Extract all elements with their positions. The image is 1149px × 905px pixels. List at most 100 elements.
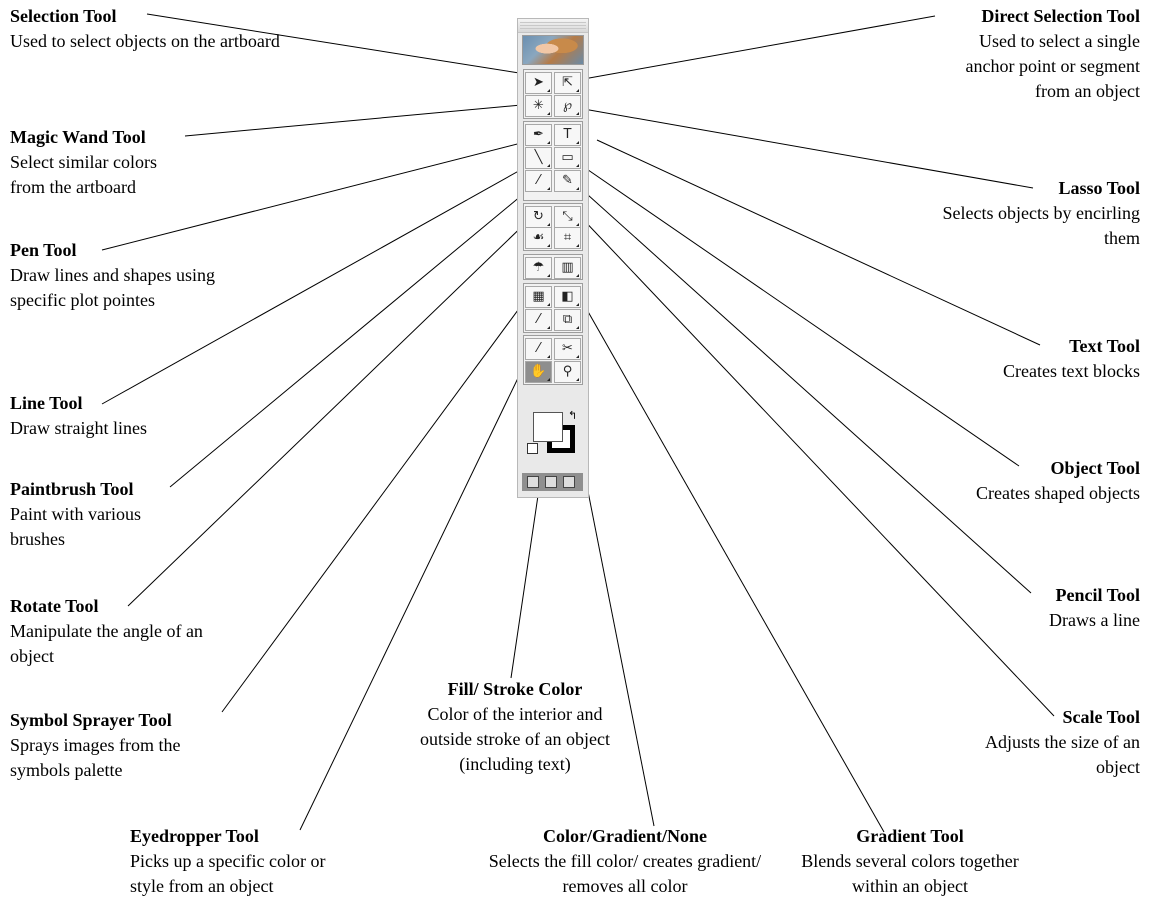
symbol-sprayer-tool-title: Symbol Sprayer Tool (10, 710, 172, 730)
free-transform-tool[interactable]: ⌗ (554, 227, 581, 249)
type-tool[interactable]: T (554, 124, 581, 146)
rotate-tool-label: Rotate Tool Manipulate the angle of an o… (10, 594, 230, 669)
magic-wand-tool-label: Magic Wand Tool Select similar colors fr… (10, 125, 210, 200)
pen-tool-label: Pen Tool Draw lines and shapes using spe… (10, 238, 230, 313)
magic-wand-icon: ✳ (533, 98, 544, 113)
paintbrush-tool-title: Paintbrush Tool (10, 479, 134, 499)
type-icon: T (563, 127, 572, 142)
text-tool-title: Text Tool (1069, 336, 1140, 356)
lasso-tool-title: Lasso Tool (1058, 178, 1140, 198)
paintbrush-icon: ⁄ (537, 173, 540, 188)
rotate-icon: ↻ (533, 209, 544, 224)
gradient-tool-desc: Blends several colors together within an… (801, 851, 1019, 896)
eyedropper-tool-label: Eyedropper Tool Picks up a specific colo… (130, 824, 370, 899)
pen-tool-desc: Draw lines and shapes using specific plo… (10, 265, 215, 310)
full-screen-mode-button[interactable] (563, 476, 575, 488)
free-transform-icon: ⌗ (563, 230, 572, 245)
line-tool[interactable]: ╲ (525, 147, 552, 169)
object-tool-label: Object Tool Creates shaped objects (900, 456, 1140, 506)
hand-icon: ✋ (530, 364, 547, 379)
selection-tool[interactable]: ➤ (525, 72, 552, 94)
line-tool-label: Line Tool Draw straight lines (10, 391, 230, 441)
swap-colors-icon[interactable]: ↰ (568, 409, 578, 422)
flyout-indicator-icon (547, 244, 550, 247)
symbol-sprayer-tool-label: Symbol Sprayer Tool Sprays images from t… (10, 708, 250, 783)
mesh-tool[interactable]: ▦ (525, 286, 552, 308)
eyedropper-tool[interactable]: ⁄ (525, 309, 552, 331)
flyout-indicator-icon (576, 89, 579, 92)
rotate-tool-desc: Manipulate the angle of an object (10, 621, 203, 666)
flyout-indicator-icon (547, 274, 550, 277)
gradient-icon: ◧ (561, 289, 574, 304)
selection-tool-label: Selection Tool Used to select objects on… (10, 4, 290, 54)
lasso-tool-desc: Selects objects by encirling them (942, 203, 1140, 248)
standard-screen-mode-button[interactable] (527, 476, 539, 488)
lasso-tool[interactable]: ℘ (554, 95, 581, 117)
eyedropper-tool-desc: Picks up a specific color or style from … (130, 851, 326, 896)
fill-color-swatch[interactable] (533, 412, 563, 442)
warp-tool[interactable]: ☙ (525, 227, 552, 249)
mesh-icon: ▦ (532, 289, 545, 304)
direct-selection-icon: ⇱ (562, 75, 573, 90)
flyout-indicator-icon (547, 164, 550, 167)
rotate-tool[interactable]: ↻ (525, 206, 552, 228)
flyout-indicator-icon (576, 141, 579, 144)
rotate-tool-title: Rotate Tool (10, 596, 99, 616)
flyout-indicator-icon (547, 355, 550, 358)
selection-tool-title: Selection Tool (10, 6, 117, 26)
symbol-sprayer-callout-line (221, 271, 547, 713)
full-screen-menu-mode-button[interactable] (545, 476, 557, 488)
hand-tool[interactable]: ✋ (525, 361, 552, 383)
paintbrush-tool[interactable]: ⁄ (525, 170, 552, 192)
color-gradient-none-title: Color/Gradient/None (543, 826, 707, 846)
pencil-tool-label: Pencil Tool Draws a line (900, 583, 1140, 633)
text-tool-label: Text Tool Creates text blocks (900, 334, 1140, 384)
flyout-indicator-icon (547, 141, 550, 144)
flyout-indicator-icon (576, 326, 579, 329)
flyout-indicator-icon (576, 164, 579, 167)
scissors-tool[interactable]: ✂ (554, 338, 581, 360)
toolbox-panel: ↰ ➤ ⇱ ✳ ℘ ✒ T ╲▭ ⁄ ✎ ↻ ⤡ ☙ ⌗ ☂ ▥ ▦ ◧ ⁄ ⧉ ⁄ ✂ ✋ ⚲ (517, 18, 589, 498)
pen-icon: ✒ (533, 127, 544, 142)
rectangle-tool[interactable]: ▭ (554, 147, 581, 169)
blend-icon: ⧉ (562, 312, 573, 327)
zoom-tool[interactable]: ⚲ (554, 361, 581, 383)
pen-tool[interactable]: ✒ (525, 124, 552, 146)
flyout-indicator-icon (576, 112, 579, 115)
direct-selection-tool[interactable]: ⇱ (554, 72, 581, 94)
screen-mode-bar (522, 473, 582, 491)
warp-icon: ☙ (532, 230, 545, 245)
flyout-indicator-icon (576, 274, 579, 277)
flyout-indicator-icon (547, 303, 550, 306)
color-gradient-none-desc: Selects the fill color/ creates gradient… (488, 851, 762, 896)
scale-tool-desc: Adjusts the size of an object (985, 732, 1140, 777)
symbol-sprayer-icon: ☂ (532, 260, 545, 275)
graph-tool[interactable]: ▥ (554, 257, 581, 279)
fill-stroke-color-desc: Color of the interior and outside stroke… (420, 704, 610, 774)
symbol-sprayer-tool[interactable]: ☂ (525, 257, 552, 279)
selection-icon: ➤ (533, 75, 544, 90)
blend-tool[interactable]: ⧉ (554, 309, 581, 331)
scale-tool[interactable]: ⤡ (554, 206, 581, 228)
paintbrush-callout-line (169, 185, 534, 488)
magic-wand-tool[interactable]: ✳ (525, 95, 552, 117)
fill-stroke-color-label: Fill/ Stroke Color Color of the interior… (395, 677, 635, 777)
fill-stroke-swatches: ↰ (523, 407, 583, 463)
gradient-tool[interactable]: ◧ (554, 286, 581, 308)
selection-tool-desc: Used to select objects on the artboard (10, 31, 280, 51)
flyout-indicator-icon (547, 89, 550, 92)
flyout-indicator-icon (576, 378, 579, 381)
symbol-sprayer-tool-desc: Sprays images from the symbols palette (10, 735, 181, 780)
pencil-tool[interactable]: ✎ (554, 170, 581, 192)
scissors-icon: ✂ (562, 341, 573, 356)
toolbox-titlebar[interactable] (518, 19, 588, 33)
default-colors-icon[interactable] (527, 443, 538, 454)
venus-logo[interactable] (522, 35, 584, 65)
slice-tool[interactable]: ⁄ (525, 338, 552, 360)
scale-tool-label: Scale Tool Adjusts the size of an object (900, 705, 1140, 780)
text-tool-desc: Creates text blocks (1003, 361, 1140, 381)
direct-selection-tool-title: Direct Selection Tool (981, 6, 1140, 26)
magic-wand-tool-title: Magic Wand Tool (10, 127, 146, 147)
flyout-indicator-icon (547, 112, 550, 115)
pen-tool-title: Pen Tool (10, 240, 77, 260)
